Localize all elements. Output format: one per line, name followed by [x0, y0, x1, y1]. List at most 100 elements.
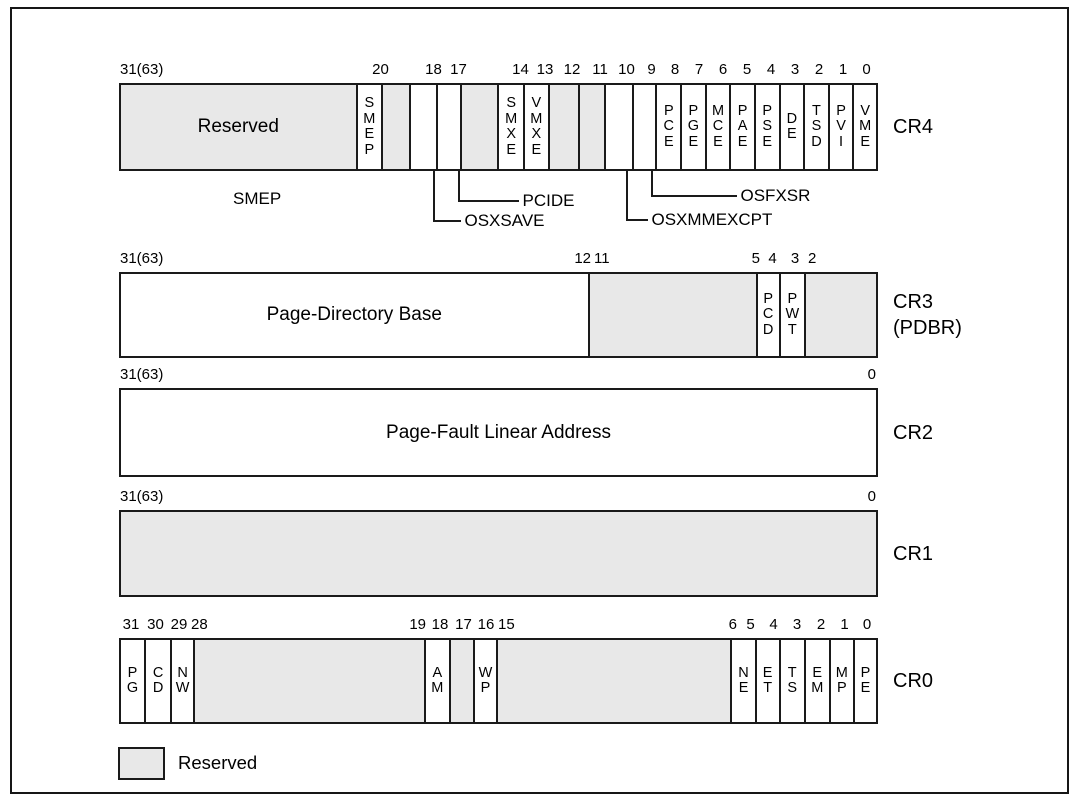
bit-field-cell: P E: [852, 640, 876, 722]
legend-reserved-label: Reserved: [178, 752, 258, 773]
field-label-em: E M: [811, 664, 824, 696]
bit-field-cell: M C E: [704, 85, 730, 169]
bit-number: 29: [170, 616, 188, 633]
field-label-ts: T S: [787, 664, 798, 696]
bit-label-cell: 30: [143, 614, 168, 635]
bit-number: 28: [191, 616, 208, 633]
reserved-cell: Reserved: [121, 85, 356, 169]
bit-number: 3: [792, 616, 802, 633]
bit-field-cell: S M X E: [497, 85, 523, 169]
bit-number: 30: [147, 616, 164, 633]
register-name-line: (PDBR): [893, 317, 962, 339]
bit-label-cell: 13: [533, 59, 557, 80]
field-label-am: A M: [431, 664, 444, 696]
bit-label-cell: 3: [785, 614, 809, 635]
bit-number: 0: [867, 488, 876, 505]
field-label-pg: P G: [126, 664, 139, 696]
bit-number: 31(63): [120, 366, 164, 383]
bit-number: 31(63): [120, 250, 164, 267]
bit-label-cell: 5: [739, 614, 762, 635]
bit-field-cell: Page-Fault Linear Address: [121, 390, 876, 475]
bit-labels-cr1: 31(63) 0: [119, 486, 878, 507]
callout-line-vertical-osxsave: [432, 171, 435, 222]
bit-label-cell: 2: [807, 59, 831, 80]
callout-label-smep: SMEP: [233, 189, 282, 208]
bit-label-cell: 17: [452, 614, 475, 635]
bit-field-cell: P S E: [753, 85, 779, 169]
reserved-cell: [193, 640, 424, 722]
bit-field-cell: C D: [144, 640, 170, 722]
bit-label-cell: 20: [368, 59, 393, 80]
callout-line-horizontal-osxsave: [432, 220, 461, 222]
bit-label-cell: 4: [762, 614, 785, 635]
field-label-de: D E: [786, 110, 798, 142]
bit-field-cell: N E: [730, 640, 754, 722]
bit-field-cell: Page-Directory Base: [121, 274, 588, 356]
bit-label-cell: 31(63): [119, 59, 368, 80]
reserved-cell: [459, 85, 498, 169]
field-label-page-directory-base: Page-Directory Base: [266, 304, 442, 325]
bit-label-cell: 10: [613, 59, 640, 80]
bit-number: 14: [512, 61, 529, 78]
field-label-vme: V M E: [859, 102, 872, 150]
bit-label-cell: 16: [475, 614, 497, 635]
bit-field-cell: N W: [170, 640, 193, 722]
bit-number: 18: [425, 61, 442, 78]
callout-line-vertical-osfxsr: [650, 171, 653, 197]
bit-number: 4: [768, 250, 777, 267]
field-label-ne: N E: [738, 664, 749, 696]
bit-field-cell: P C D: [755, 274, 779, 356]
reserved-cell: [804, 274, 876, 356]
bit-number: 6: [728, 616, 737, 633]
field-label-smxe: S M X E: [505, 95, 518, 158]
field-label-et: E T: [762, 664, 773, 696]
field-label-pge: P G E: [687, 102, 700, 150]
bit-number: 4: [769, 616, 778, 633]
bit-number: 15: [498, 616, 515, 633]
bit-label-cell: 4: [759, 59, 783, 80]
bit-number: 8: [670, 61, 680, 78]
bit-label-cell: 31(63) 0: [119, 486, 878, 507]
bit-number: 5: [742, 61, 752, 78]
bit-label-cell: 31(63)0: [119, 364, 878, 385]
bit-label-cell: 29: [168, 614, 190, 635]
bit-label-cell: 1: [833, 614, 856, 635]
reserved-cell: [547, 85, 578, 169]
callout-line-vertical-osxmmexcpt: [625, 171, 628, 221]
bit-number: 31(63): [120, 488, 164, 505]
bit-label-cell: 12: [557, 59, 587, 80]
callout-label-pcide: PCIDE: [522, 191, 575, 210]
field-label-pce: P C E: [663, 102, 675, 150]
bit-field-cell: S M E P: [355, 85, 382, 169]
register-name-line: CR2: [893, 421, 934, 444]
register-name-line: CR0: [893, 670, 934, 692]
bit-number: 31(63): [120, 61, 164, 78]
bit-field-cell: [408, 85, 436, 169]
bit-field-cell: D E: [778, 85, 804, 169]
field-label-mce: M C E: [711, 102, 725, 150]
bit-number: 31: [122, 616, 140, 633]
bit-number: 2: [816, 616, 826, 633]
bit-label-cell: 14: [508, 59, 533, 80]
bit-number: 5: [746, 616, 755, 633]
bit-number: 2: [814, 61, 824, 78]
bit-label-cell: 8: [663, 59, 687, 80]
register-name-cr1: CR1: [893, 541, 933, 567]
bit-field-cell: V M X E: [523, 85, 548, 169]
bit-number: 1: [840, 616, 849, 633]
bit-label-cell: 18: [420, 59, 447, 80]
bit-label-cell: 0: [856, 614, 878, 635]
bit-number: 7: [694, 61, 704, 78]
bit-number: 12: [574, 250, 591, 267]
field-label-nw: N W: [175, 664, 190, 696]
bit-label-cell: 2: [809, 614, 833, 635]
bit-label-cell: 0: [855, 59, 878, 80]
callout-line-vertical-pcide: [457, 171, 460, 202]
bit-label-cell: 6: [711, 59, 735, 80]
reserved-cell: [381, 85, 409, 169]
bit-label-cell: [470, 59, 508, 80]
bit-label-cell: 31: [119, 614, 143, 635]
